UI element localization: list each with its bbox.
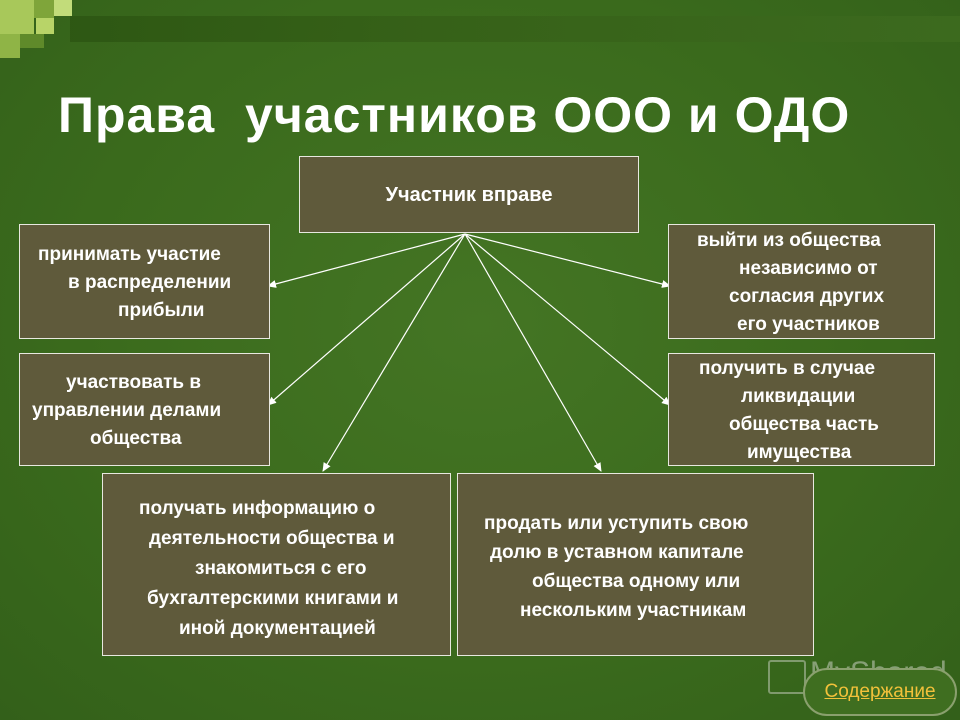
box-line: в распределении: [68, 272, 232, 293]
arrow-to-bottom-right: [464, 233, 602, 472]
box-line: долю в уставном капитале: [490, 542, 744, 563]
box-line: знакомиться с его: [195, 558, 367, 579]
box-line: общества часть: [729, 414, 879, 435]
arrow-to-bottom-left: [322, 233, 466, 472]
watermark-logo-icon: [768, 660, 806, 694]
box-line: имущества: [747, 442, 852, 463]
right-box-exit: выйти из общества независимо от согласия…: [668, 224, 935, 339]
decor-square: [0, 0, 34, 34]
box-line: нескольким участникам: [520, 600, 747, 621]
box-line: бухгалтерскими книгами и: [147, 588, 399, 609]
decor-square: [54, 0, 72, 16]
right-box-sell-share: продать или уступить свою долю в уставно…: [457, 473, 814, 656]
arrow-to-left-top: [267, 233, 466, 288]
box-line: иной документацией: [179, 618, 376, 639]
box-line: общества: [90, 428, 182, 449]
box-line: его участников: [737, 314, 880, 335]
page-title: Права участников ООО и ОДО: [58, 87, 851, 143]
decor-square: [36, 18, 54, 34]
box-line: общества одному или: [532, 571, 741, 592]
right-box-liquidation: получить в случае ликвидации общества ча…: [668, 353, 935, 466]
box-line: управлении делами: [32, 400, 222, 421]
arrow-to-right-middle: [464, 233, 671, 406]
right-box-management: участвовать в управлении делами общества: [19, 353, 270, 466]
right-box-profit: принимать участие в распределении прибыл…: [19, 224, 270, 339]
right-box-information: получать информацию о деятельности общес…: [102, 473, 451, 656]
box-line: прибыли: [118, 300, 205, 321]
center-box: Участник вправе: [299, 156, 639, 233]
arrow-to-right-top: [464, 233, 671, 288]
decor-square: [34, 0, 54, 18]
box-line: согласия других: [729, 286, 885, 307]
decor-square: [20, 34, 44, 48]
box-line: независимо от: [739, 258, 878, 279]
decor-top-band: [70, 16, 960, 42]
box-line: участвовать в: [66, 372, 202, 393]
box-line: принимать участие: [38, 244, 221, 265]
contents-link[interactable]: Содержание: [824, 681, 936, 702]
center-box-label: Участник вправе: [385, 183, 553, 206]
box-line: получать информацию о: [139, 498, 376, 519]
arrow-to-left-middle: [267, 233, 466, 406]
decor-square: [0, 34, 20, 58]
box-line: получить в случае: [699, 358, 876, 379]
box-line: ликвидации: [741, 386, 856, 407]
contents-button[interactable]: Содержание: [803, 668, 957, 716]
box-line: выйти из общества: [697, 230, 881, 251]
box-line: деятельности общества и: [149, 528, 395, 549]
box-line: продать или уступить свою: [484, 513, 749, 534]
